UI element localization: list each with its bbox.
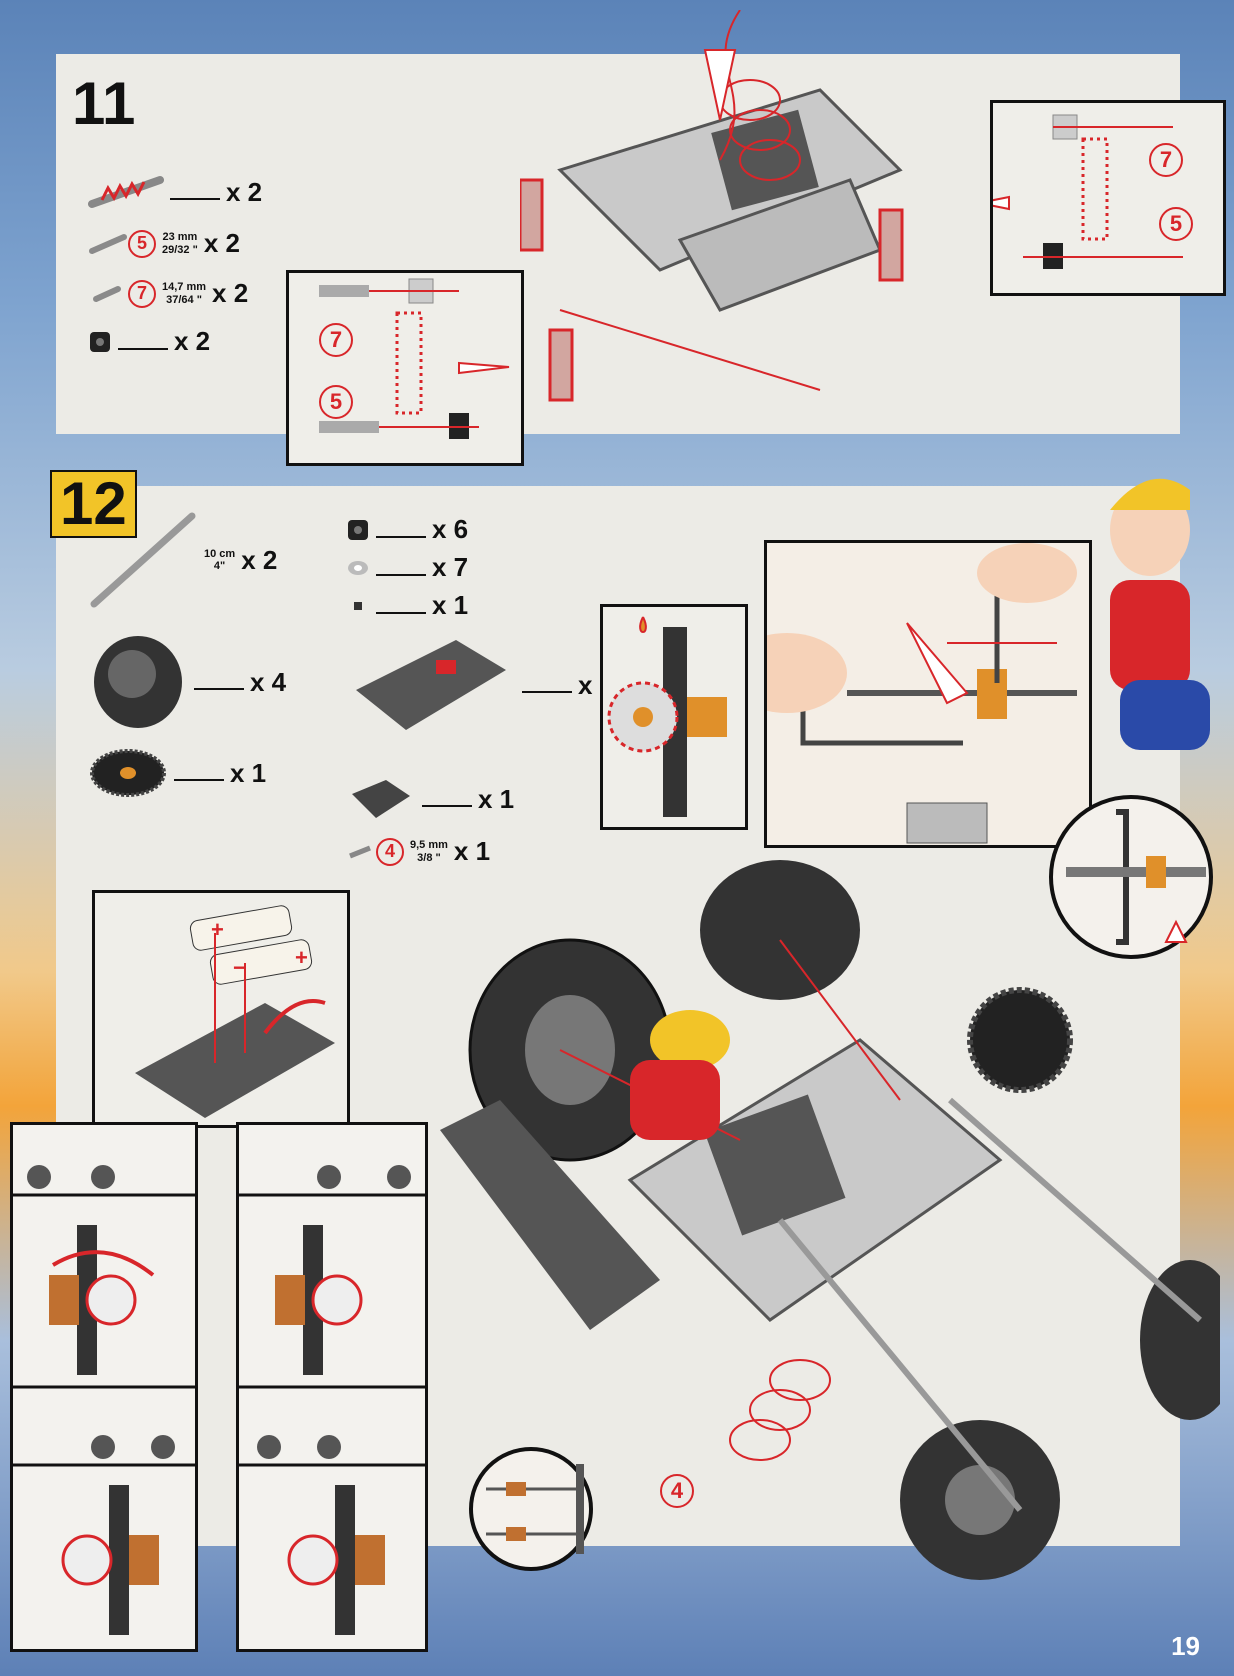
step11-detail-box-left: 7 5 [286,270,524,466]
step12-part-battery-holder: x 1 [346,630,614,740]
battery-install-box: + − + [92,890,350,1128]
hex-key-detail-box [764,540,1092,848]
washer-icon [348,560,368,575]
long-bolt-icon [89,233,127,254]
nut-icon [348,519,368,540]
direction-diagrams-left [13,1165,195,1635]
battery-minus-sign: − [233,955,246,980]
step12-part-nut: x 6 [346,514,468,545]
step11-chassis-illustration [520,10,904,402]
direction-panel-right [236,1122,428,1652]
step12-bolt-callout: 4 [660,1474,694,1508]
set-screw-icon [354,601,362,610]
step11-detail-box-right: 7 5 [990,100,1226,296]
gear-oil-detail-box [600,604,748,830]
spring-shock-icon [88,176,164,208]
step11-part-spring: x 2 [88,174,262,210]
gear-rack-diagram [607,616,727,817]
battery-install-diagram [135,905,335,1118]
shock-detail-diagram [319,278,510,439]
battery-plus-sign-1: + [211,917,224,942]
shock-detail-diagram-right [993,114,1183,269]
step12-part-motor-clip: x 1 [346,774,514,824]
step12-part-washer: x 7 [346,552,468,583]
gear-icon [90,749,166,797]
axle-rod-icon [90,512,196,608]
step12-car-assembly-illustration [440,860,1220,1580]
step12-part-set-screw: x 1 [346,590,468,621]
battery-holder-icon [356,640,506,730]
nut-icon [90,331,110,352]
page-number: 19 [1171,1631,1200,1661]
step-12-number: 12 [50,470,137,538]
motor-contacts-zoom-circle [469,1447,593,1571]
wheel-icon [94,636,182,728]
step12-part-gear: x 1 [88,748,266,798]
direction-panel-left [10,1122,198,1652]
direction-diagrams-right [239,1165,425,1635]
battery-plus-sign-2: + [295,945,308,970]
step-11-number: 11 [72,70,136,137]
boy-character-icon [1110,478,1210,750]
motor-clip-icon [352,780,410,818]
short-bolt-icon [93,285,121,302]
spacer-zoom-circle [1049,795,1213,959]
hex-key-diagram [767,543,1077,844]
step12-part-wheel: x 4 [88,632,286,732]
step11-part-nut: x 2 [88,326,210,357]
small-bolt-icon [349,845,371,858]
